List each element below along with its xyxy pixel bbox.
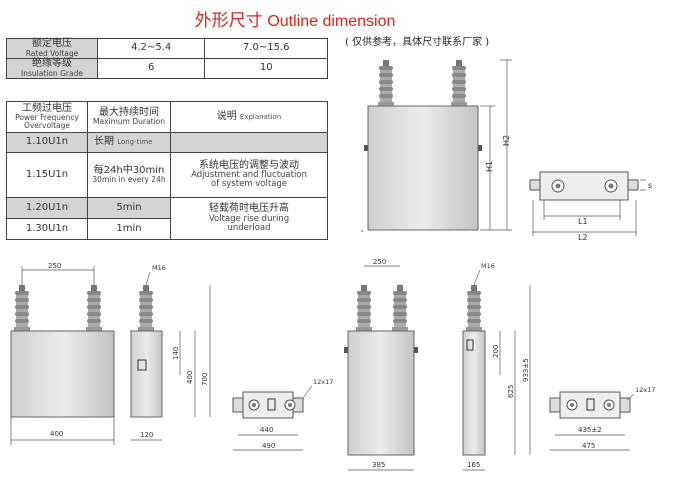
title-en: Outline dimension [267,13,396,30]
dim-165: 165 [467,461,480,469]
table-row: 1.30U1n 1min [6,218,328,240]
capacitor-side-view-2: M16 200 625 933±5 165 [462,262,531,471]
dim-475: 475 [582,442,595,450]
dim-h2: H2 [502,135,511,146]
capacitor-top-view-2: 12x17 435±2 475 [549,386,655,451]
dim-slot-1: 12x17 [313,378,333,386]
dim-m16: M16 [152,264,166,272]
dim-l2: L2 [578,233,588,242]
dim-250: 250 [48,262,61,270]
capacitor-side-view-1: M16 140 400 700 120 [130,264,211,441]
dim-400-width: 400 [50,430,63,438]
dim-l1: L1 [578,217,588,226]
dim-200: 200 [492,345,500,358]
dim-m16-2: M16 [481,262,495,270]
capacitor-top-view-top: s L1 L2 [529,171,652,242]
dim-435: 435±2 [578,426,602,434]
dim-700: 700 [201,373,209,386]
dim-440: 440 [260,426,273,434]
dim-h1: H1 [485,161,494,172]
dim-s: s [648,181,652,190]
dim-625: 625 [507,385,515,398]
reference-note: ( 仅供参考，具体尺寸联系厂家 ) [345,37,490,48]
page-title: 外形尺寸 Outline dimension [0,6,590,31]
dim-400-height: 400 [186,371,194,384]
capacitor-front-view-2: 250 385 [344,258,418,471]
dim-120: 120 [140,431,153,439]
capacitor-front-view-1: 250 400 [10,262,115,445]
title-cn: 外形尺寸 [194,11,263,30]
capacitor-top-view-1: 12x17 440 490 [232,378,333,451]
dim-933: 933±5 [522,358,530,382]
dim-slot-2: 12x17 [635,386,655,394]
dim-140: 140 [172,347,180,360]
dim-250-2: 250 [373,258,386,266]
capacitor-front-view-top: H1 H2 [361,59,512,232]
dim-490: 490 [262,442,275,450]
dim-385: 385 [372,461,385,469]
table-row: 1.10U1n 长期 Long-time [6,132,328,153]
